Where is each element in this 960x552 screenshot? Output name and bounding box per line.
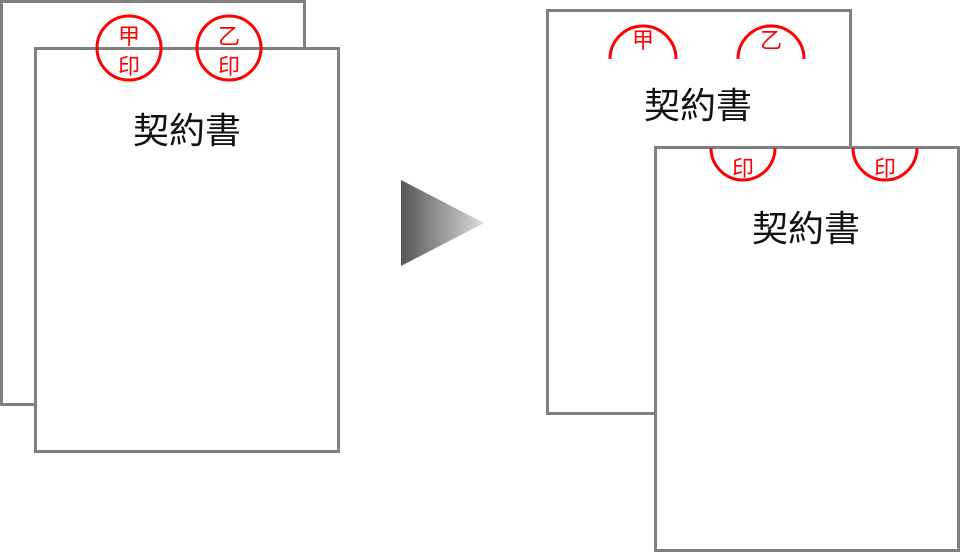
- second-page: [654, 146, 960, 552]
- stamp-b-label: 乙: [218, 25, 240, 50]
- half-stamp-party-b: 乙: [736, 24, 806, 60]
- half-seal-b-label: 印: [874, 157, 896, 182]
- stamp-party-a: 甲 印: [95, 14, 163, 82]
- second-page-title: 契約書: [752, 209, 860, 250]
- front-page: [34, 47, 340, 453]
- half-stamp-party-a: 甲: [608, 24, 678, 60]
- half-stamp-a-label: 甲: [632, 29, 654, 54]
- stamp-a-label: 甲: [118, 25, 140, 50]
- right-arrow-icon: [401, 180, 484, 266]
- document-title: 契約書: [133, 111, 241, 152]
- before-group: 契約書 甲 印 乙 印: [0, 0, 340, 453]
- after-group: 契約書 甲 乙 契約書 印 印: [546, 9, 960, 552]
- half-seal-party-a: 印: [709, 147, 777, 182]
- stamp-b-seal: 印: [218, 55, 240, 80]
- half-seal-a-label: 印: [732, 157, 754, 182]
- half-stamp-b-label: 乙: [760, 29, 782, 54]
- half-seal-party-b: 印: [851, 147, 919, 182]
- stamp-party-b: 乙 印: [195, 14, 263, 82]
- stamp-a-seal: 印: [118, 55, 140, 80]
- first-page-title: 契約書: [644, 86, 752, 127]
